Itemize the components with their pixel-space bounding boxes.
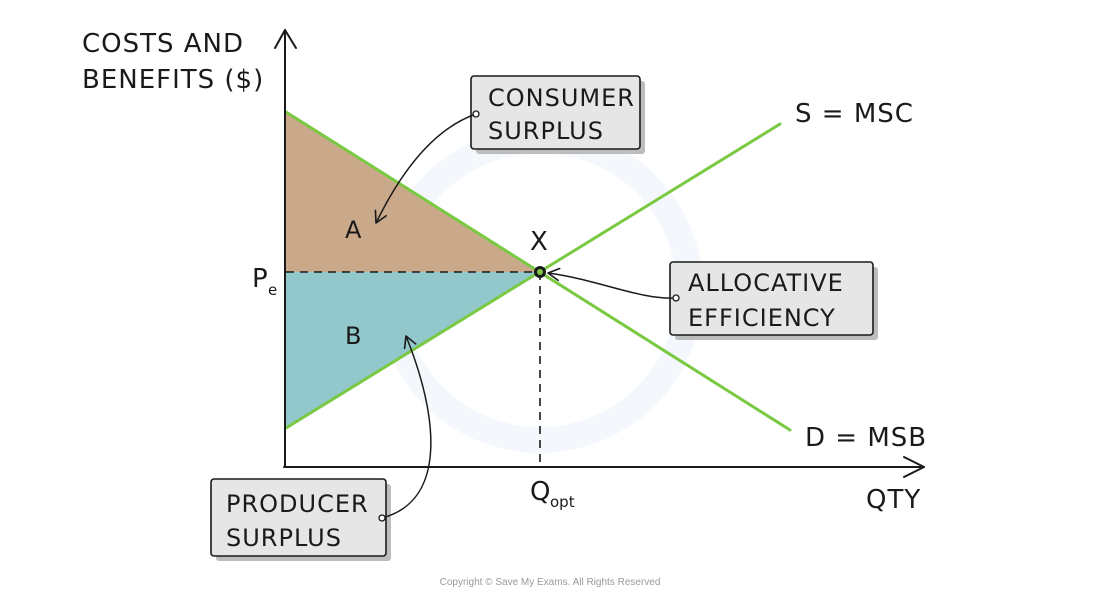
allocative-efficiency-callout: ALLOCATIVE EFFICIENCY [669, 261, 878, 340]
allocative-efficiency-pointer-anchor [672, 294, 680, 302]
price-subscript: e [268, 281, 277, 299]
producer-surplus-callout-line2: SURPLUS [226, 524, 342, 552]
equilibrium-point [534, 266, 546, 278]
y-axis [274, 29, 297, 468]
supply-curve-label: S = MSC [795, 99, 914, 129]
producer-surplus-callout: PRODUCER SURPLUS [210, 478, 391, 561]
consumer-surplus-region-label: A [345, 216, 362, 244]
y-axis-label-line1: COSTS AND [82, 29, 244, 59]
consumer-surplus-callout-line2: SURPLUS [488, 117, 604, 145]
producer-surplus-pointer [381, 335, 432, 519]
allocative-efficiency-callout-line2: EFFICIENCY [688, 304, 836, 332]
x-axis-label: QTY [866, 485, 921, 515]
consumer-surplus-callout: CONSUMER SURPLUS [470, 75, 645, 154]
supply-curve [284, 122, 782, 430]
producer-surplus-region-label: B [345, 322, 362, 350]
equilibrium-label: X [530, 227, 549, 257]
copyright-notice: Copyright © Save My Exams. All Rights Re… [440, 577, 661, 588]
producer-surplus-pointer-anchor [378, 514, 386, 522]
consumer-surplus-pointer [374, 113, 477, 224]
allocative-efficiency-pointer [547, 267, 677, 299]
y-axis-label-line2: BENEFITS ($) [82, 65, 264, 95]
allocative-efficiency-callout-line1: ALLOCATIVE [688, 269, 844, 297]
producer-surplus-callout-line1: PRODUCER [226, 490, 369, 518]
demand-curve-label: D = MSB [805, 423, 927, 453]
price-label: P [252, 264, 269, 294]
quantity-subscript: opt [550, 493, 575, 511]
x-axis [283, 456, 925, 478]
consumer-surplus-pointer-anchor [472, 110, 480, 118]
quantity-label: Q [530, 477, 551, 507]
consumer-surplus-callout-line1: CONSUMER [488, 84, 635, 112]
